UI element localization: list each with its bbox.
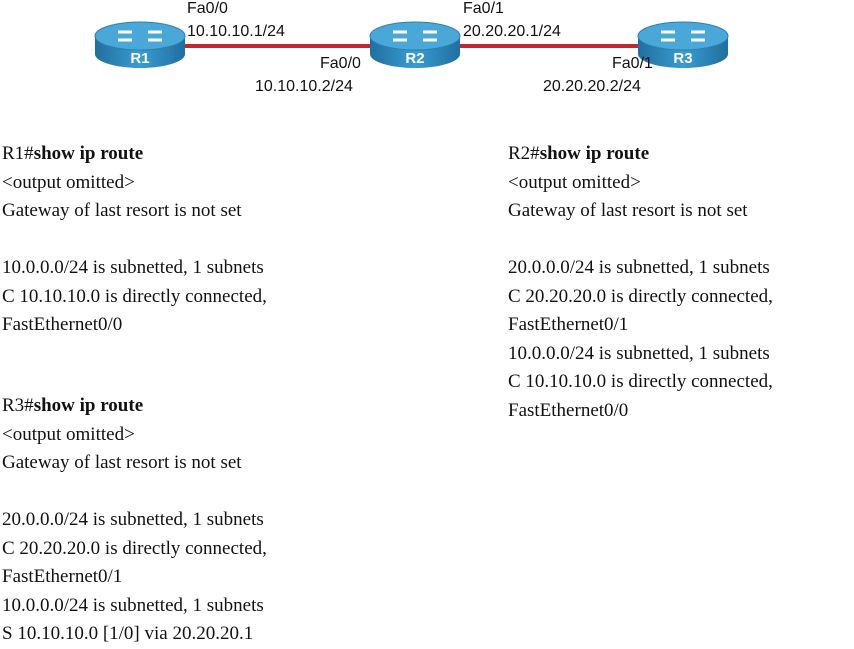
output-line: FastEthernet0/1 bbox=[2, 566, 123, 587]
router-arrows-icon bbox=[661, 30, 705, 42]
r1-ip-label: 10.10.10.1/24 bbox=[187, 23, 285, 40]
output-line: C 20.20.20.0 is directly connected, bbox=[508, 285, 773, 307]
output-line: FastEthernet0/0 bbox=[2, 314, 123, 335]
output-line: 20.0.0.0/24 is subnetted, 1 subnets bbox=[508, 257, 770, 278]
r3-route-output: R3#show ip route <output omitted> Gateway… bbox=[2, 392, 267, 649]
output-line: FastEthernet0/1 bbox=[508, 314, 629, 335]
output-line: 20.0.0.0/24 is subnetted, 1 subnets bbox=[2, 509, 264, 530]
output-line: Gateway of last resort is not set bbox=[2, 200, 242, 221]
output-line: Gateway of last resort is not set bbox=[2, 452, 242, 473]
r1-command: R1#show ip route bbox=[2, 143, 144, 164]
router-label: R1 bbox=[130, 50, 149, 67]
r2-fa00-label: Fa0/0 bbox=[320, 55, 361, 72]
router-arrows-icon bbox=[393, 30, 437, 42]
output-line: 10.0.0.0/24 is subnetted, 1 subnets bbox=[508, 342, 770, 364]
r2-fa00-ip-label: 10.10.10.2/24 bbox=[255, 78, 353, 95]
output-line: FastEthernet0/0 bbox=[508, 399, 629, 421]
output-line bbox=[508, 226, 773, 255]
r3-interface-label: Fa0/1 bbox=[612, 55, 653, 72]
r2-fa01-ip-label: 20.20.20.1/24 bbox=[463, 23, 561, 40]
router-arrows-icon bbox=[118, 30, 162, 42]
output-line bbox=[2, 226, 267, 255]
r3-ip-label: 20.20.20.2/24 bbox=[543, 78, 641, 95]
r1-interface-label: Fa0/0 bbox=[187, 0, 228, 17]
r1-route-output: R1#show ip route <output omitted> Gateway… bbox=[2, 140, 267, 340]
output-line: S 10.10.10.0 [1/0] via 20.20.20.1 bbox=[2, 623, 254, 644]
output-line: <output omitted> bbox=[508, 171, 641, 193]
r2-fa01-label: Fa0/1 bbox=[463, 0, 504, 17]
output-line: <output omitted> bbox=[2, 171, 135, 193]
router-r2: R2 bbox=[369, 21, 461, 68]
output-line: C 10.10.10.0 is directly connected, bbox=[508, 371, 773, 392]
output-line: C 20.20.20.0 is directly connected, bbox=[2, 537, 267, 559]
output-line: C 10.10.10.0 is directly connected, bbox=[2, 285, 267, 307]
r2-route-output: R2#show ip route <output omitted> Gateway… bbox=[508, 140, 773, 425]
router-label: R3 bbox=[673, 50, 692, 67]
router-label: R2 bbox=[405, 50, 424, 67]
network-topology: R1 R2 R3 bbox=[94, 21, 729, 68]
output-line bbox=[2, 478, 267, 507]
output-line: 10.0.0.0/24 is subnetted, 1 subnets bbox=[2, 594, 264, 616]
output-line: <output omitted> bbox=[2, 423, 135, 445]
router-r1: R1 bbox=[94, 21, 186, 68]
router-r3: R3 bbox=[637, 21, 729, 68]
output-line: 10.0.0.0/24 is subnetted, 1 subnets bbox=[2, 257, 264, 278]
r3-command: R3#show ip route bbox=[2, 395, 144, 416]
output-line: Gateway of last resort is not set bbox=[508, 200, 748, 221]
r2-command: R2#show ip route bbox=[508, 143, 650, 164]
